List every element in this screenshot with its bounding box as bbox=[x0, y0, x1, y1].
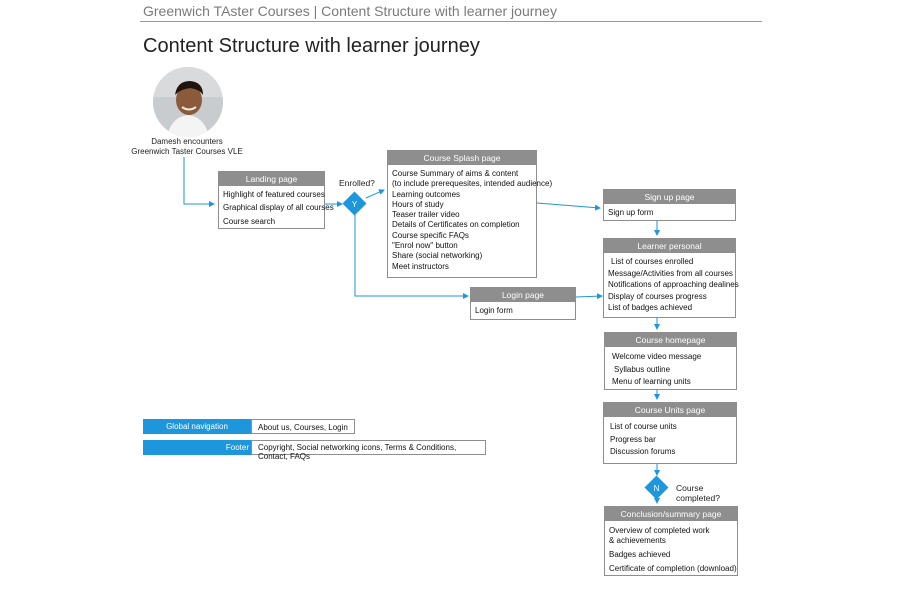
course-splash-page-box: Course Splash page Course Summary of aim… bbox=[387, 150, 553, 278]
list-item: Course search bbox=[223, 216, 276, 226]
login-page-title: Login page bbox=[471, 288, 575, 302]
landing-page-box: Landing page Highlight of featured cours… bbox=[218, 171, 334, 229]
completed-question: Course completed? bbox=[676, 483, 720, 503]
completed-question-line-1: Course bbox=[676, 483, 704, 493]
list-item: Message/Activities from all courses bbox=[608, 268, 733, 278]
footer-content-line-1: Copyright, Social networking icons, Term… bbox=[258, 443, 457, 452]
course-units-page-box: Course Units page List of course units P… bbox=[603, 402, 737, 464]
list-item: Sign up form bbox=[608, 208, 654, 217]
list-item: Progress bar bbox=[610, 434, 656, 444]
list-item: Discussion forums bbox=[610, 447, 676, 456]
course-homepage-box: Course homepage Welcome video message Sy… bbox=[604, 332, 737, 390]
footer-label: Footer bbox=[143, 440, 251, 455]
arrow-enrolled-to-splash bbox=[365, 189, 385, 199]
list-item: Certificate of completion (download) bbox=[609, 563, 737, 573]
course-units-page-title: Course Units page bbox=[604, 403, 736, 417]
learner-personal-box: Learner personal List of courses enrolle… bbox=[603, 238, 739, 318]
list-item: Syllabus outline bbox=[614, 364, 671, 374]
learner-personal-title: Learner personal bbox=[604, 239, 735, 253]
arrow-to-landing bbox=[183, 157, 215, 207]
header-divider bbox=[140, 21, 762, 22]
list-item: Welcome video message bbox=[612, 352, 702, 361]
completed-question-line-2: completed? bbox=[676, 493, 720, 503]
list-item: List of badges achieved bbox=[608, 303, 693, 312]
avatar-caption: Damesh encounters Greenwich Taster Cours… bbox=[122, 137, 252, 157]
course-homepage-title: Course homepage bbox=[605, 333, 736, 347]
list-item: Menu of learning units bbox=[612, 377, 691, 386]
list-item: Details of Certificates on completion bbox=[392, 220, 520, 230]
list-item: Course specific FAQs bbox=[392, 230, 469, 240]
footer-content-line-2: Contact, FAQs bbox=[258, 451, 311, 461]
caption-line-1: Damesh encounters bbox=[151, 137, 223, 146]
decision-enrolled: Y bbox=[342, 191, 367, 216]
list-item: Login form bbox=[475, 306, 513, 315]
arrow-login-to-personal bbox=[575, 293, 603, 300]
caption-line-2: Greenwich Taster Courses VLE bbox=[131, 147, 243, 156]
list-item: List of courses enrolled bbox=[611, 257, 694, 266]
list-item: Display of courses progress bbox=[608, 291, 707, 301]
course-splash-page-title: Course Splash page bbox=[388, 151, 536, 165]
signup-page-box: Sign up page Sign up form bbox=[603, 189, 736, 221]
header-title: Greenwich TAster Courses | Content Struc… bbox=[143, 3, 557, 19]
list-item: Badges achieved bbox=[609, 550, 671, 559]
list-item: Hours of study bbox=[392, 199, 444, 209]
decision-completed-letter: N bbox=[654, 484, 660, 493]
global-navigation-label: Global navigation bbox=[143, 419, 251, 434]
arrow-enrolled-to-login bbox=[354, 214, 469, 299]
list-item: (to include prerequesites, intended audi… bbox=[392, 179, 553, 189]
signup-page-title: Sign up page bbox=[604, 190, 735, 204]
list-item: Course Summary of aims & content bbox=[392, 169, 519, 178]
conclusion-summary-page-box: Conclusion/summary page Overview of comp… bbox=[604, 506, 738, 576]
list-item: Share (social networking) bbox=[392, 251, 483, 261]
list-item: Notifications of approaching dealines bbox=[608, 280, 739, 289]
arrow-splash-to-signup bbox=[536, 202, 601, 211]
list-item: Teaser trailer video bbox=[392, 210, 460, 220]
learner-avatar bbox=[153, 67, 223, 137]
conclusion-summary-page-title: Conclusion/summary page bbox=[605, 507, 737, 521]
list-item: Meet instructors bbox=[392, 261, 449, 271]
list-item: & achievements bbox=[609, 535, 666, 545]
footer-content: Copyright, Social networking icons, Term… bbox=[251, 440, 486, 460]
list-item: Graphical display of all courses bbox=[223, 203, 334, 213]
landing-page-title: Landing page bbox=[219, 172, 324, 186]
list-item: Highlight of featured courses bbox=[223, 190, 325, 199]
enrolled-question: Enrolled? bbox=[339, 178, 375, 188]
page-title: Content Structure with learner journey bbox=[143, 35, 480, 57]
decision-enrolled-letter: Y bbox=[352, 200, 358, 209]
login-page-box: Login page Login form bbox=[470, 287, 576, 320]
list-item: "Enrol now" button bbox=[392, 241, 458, 251]
global-navigation-content: About us, Courses, Login bbox=[251, 419, 355, 434]
list-item: Learning outcomes bbox=[392, 189, 461, 199]
decision-completed: N bbox=[644, 475, 669, 500]
list-item: Overview of completed work bbox=[609, 526, 710, 535]
list-item: List of course units bbox=[610, 422, 677, 431]
